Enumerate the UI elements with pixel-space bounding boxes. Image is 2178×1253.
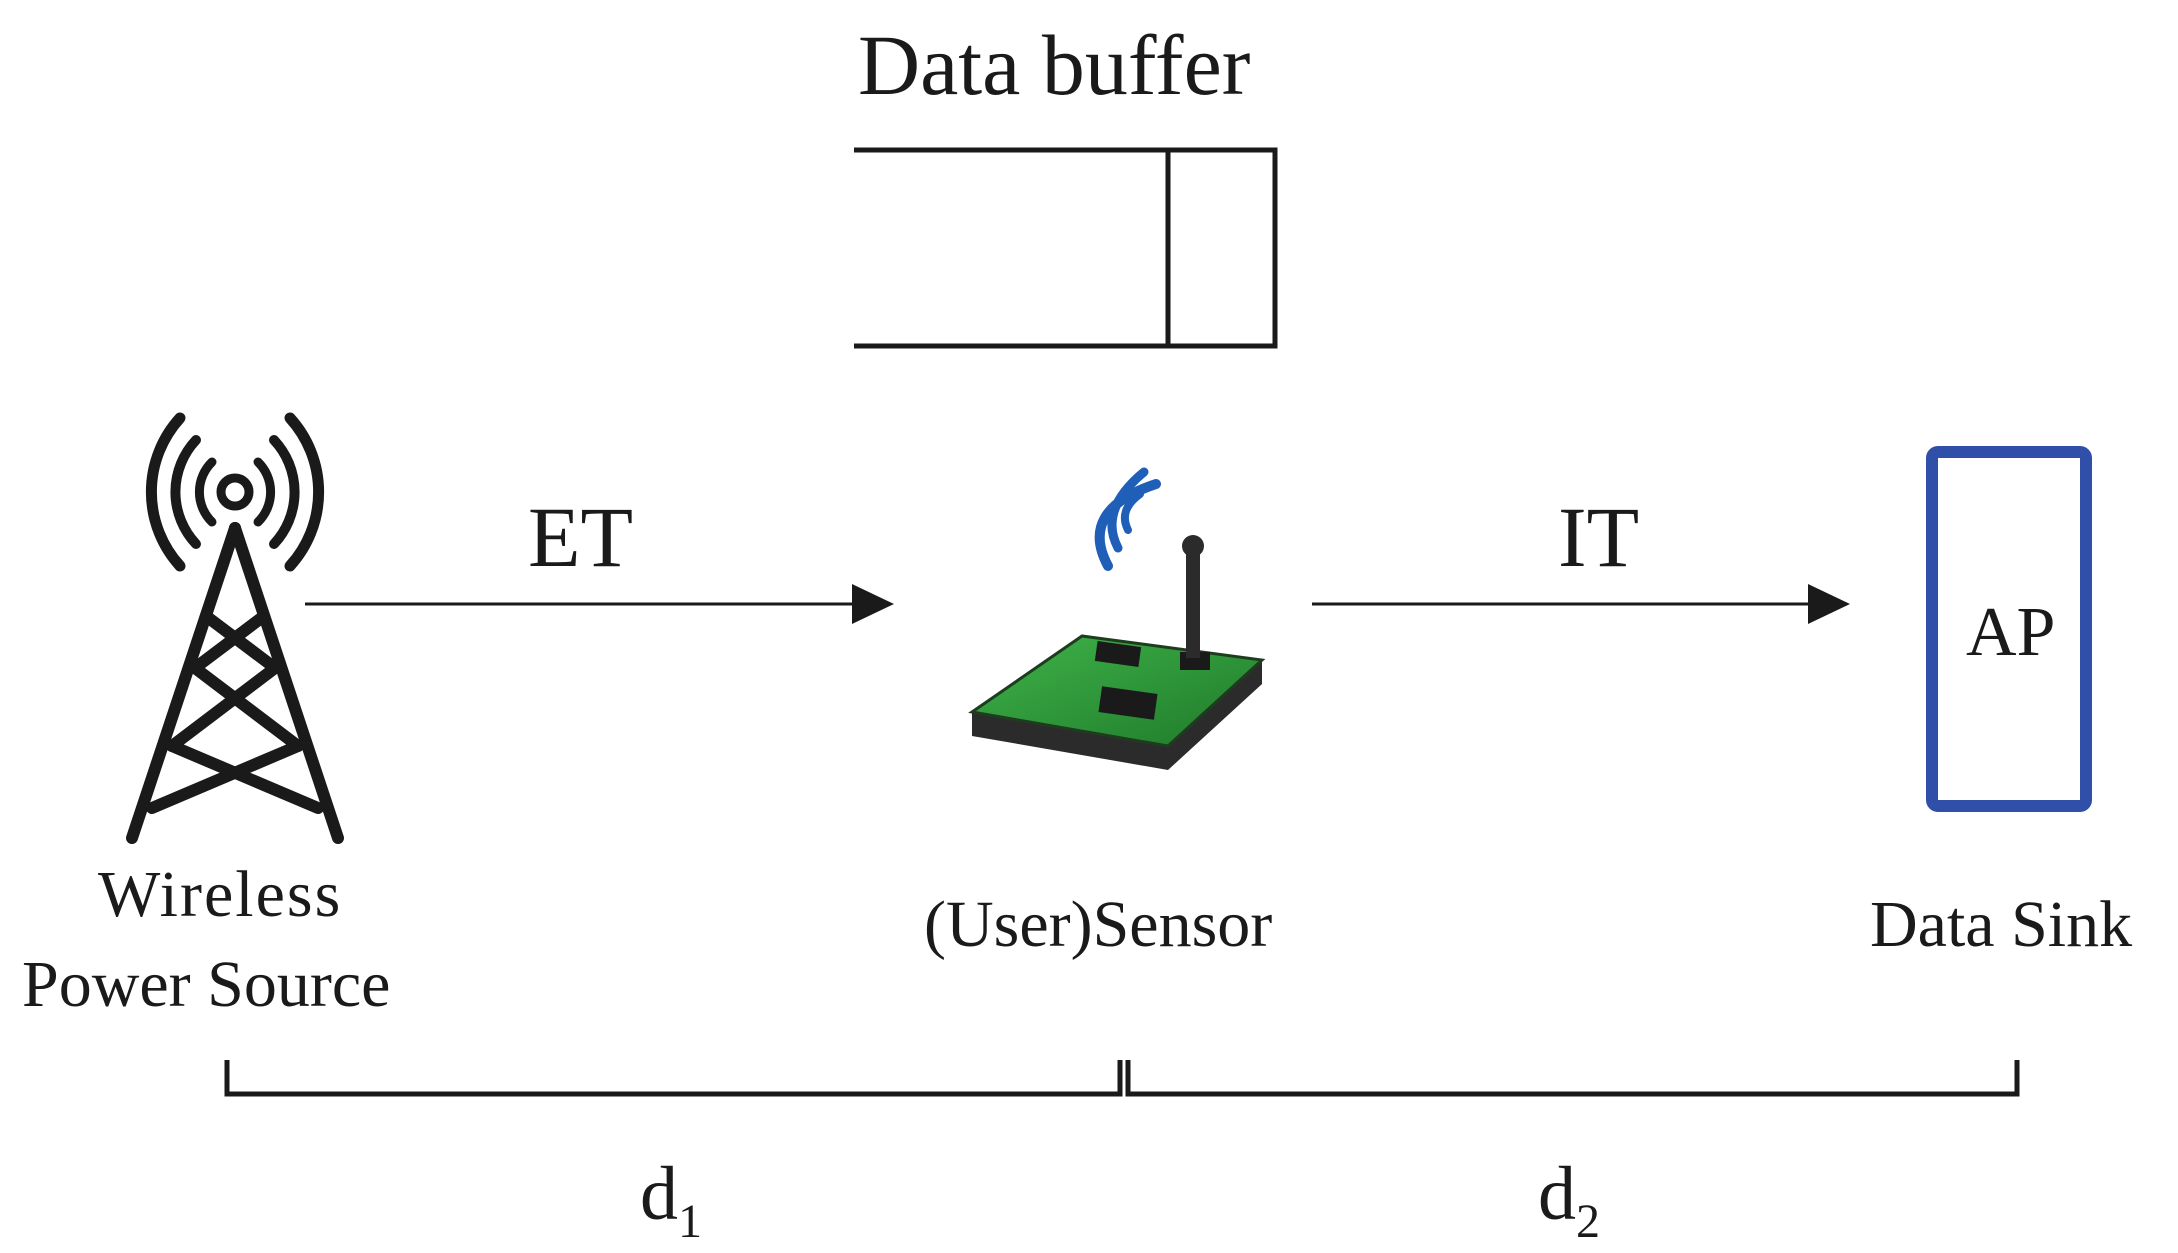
signal-waves-icon bbox=[1094, 467, 1161, 571]
distance-d2-label: d2 bbox=[1538, 1156, 1600, 1246]
board-chip-2 bbox=[1098, 686, 1158, 720]
signal-arc-right-outer bbox=[284, 412, 325, 572]
wireless-sensor-board-icon bbox=[968, 467, 1266, 770]
et-arrowhead bbox=[852, 584, 894, 624]
board-chip-1 bbox=[1094, 641, 1142, 667]
buffer-outline bbox=[854, 147, 1278, 349]
et-label: ET bbox=[528, 489, 634, 585]
antenna-center bbox=[216, 473, 254, 511]
data-buffer bbox=[854, 147, 1278, 349]
ap-label: AP bbox=[1966, 594, 2056, 671]
it-arrowhead bbox=[1808, 584, 1850, 624]
signal-arc-right-inner bbox=[253, 457, 276, 527]
bracket-d1 bbox=[224, 1060, 1123, 1097]
bracket-d2 bbox=[1125, 1060, 2020, 1097]
buffer-title: Data buffer bbox=[858, 17, 1251, 113]
d1-base: d bbox=[640, 1152, 678, 1236]
it-arrow bbox=[1312, 584, 1850, 624]
et-arrow bbox=[305, 584, 894, 624]
board-base bbox=[972, 660, 1262, 770]
d2-subscript: 2 bbox=[1576, 1195, 1600, 1248]
signal-arc-left-inner bbox=[194, 457, 217, 527]
signal-arc-left-middle bbox=[170, 435, 201, 549]
board-antenna-tip bbox=[1182, 535, 1204, 557]
board-antenna bbox=[1186, 546, 1200, 658]
sensor-label: (User)Sensor bbox=[924, 888, 1273, 961]
distance-bracket bbox=[224, 1060, 2020, 1097]
distance-d1-label: d1 bbox=[640, 1156, 702, 1246]
d2-base: d bbox=[1538, 1152, 1576, 1236]
sink-label: Data Sink bbox=[1870, 888, 2133, 961]
tower-lattice bbox=[126, 522, 344, 844]
d1-subscript: 1 bbox=[678, 1195, 702, 1248]
source-label-line1: Wireless bbox=[98, 858, 343, 931]
it-label: IT bbox=[1558, 489, 1640, 585]
ap-box bbox=[1926, 446, 2092, 812]
signal-arc-right-middle bbox=[269, 435, 300, 549]
signal-arc-left-outer bbox=[145, 412, 186, 572]
source-label-line2: Power Source bbox=[22, 948, 391, 1021]
tower-antenna-icon bbox=[126, 412, 344, 844]
